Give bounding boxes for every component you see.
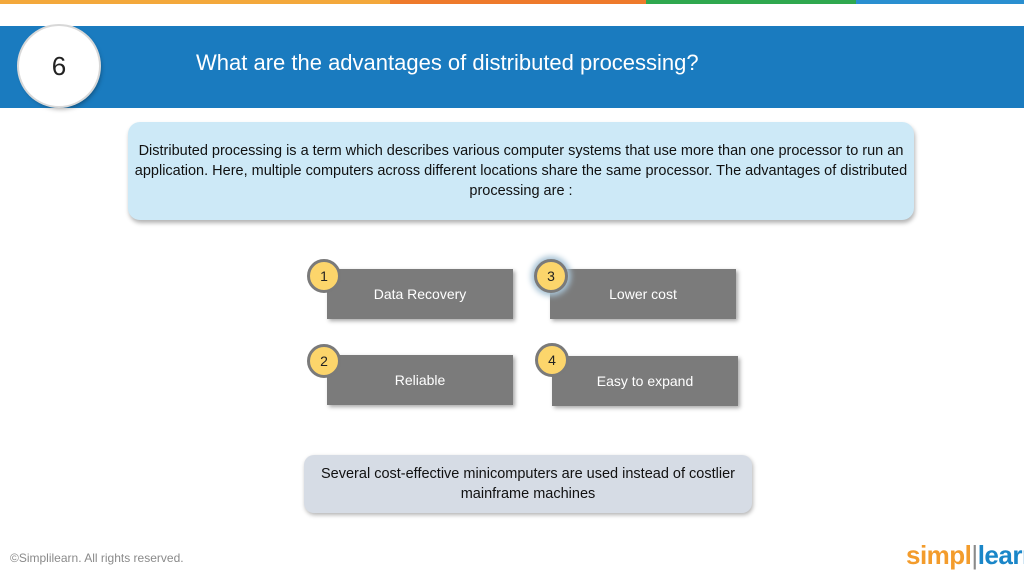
top-color-stripe	[0, 0, 1024, 4]
slide-number: 6	[19, 26, 99, 106]
badge-number: 4	[548, 352, 556, 368]
advantage-number-badge-4: 4	[535, 343, 569, 377]
advantage-number-badge-1: 1	[307, 259, 341, 293]
advantage-box-3: Lower cost	[550, 269, 736, 319]
advantage-box-1: Data Recovery	[327, 269, 513, 319]
advantage-number-badge-3: 3	[534, 259, 568, 293]
logo-part-2: learn	[977, 540, 1024, 570]
advantage-label: Easy to expand	[596, 373, 694, 389]
intro-box: Distributed processing is a term which d…	[128, 122, 914, 220]
note-text: Several cost-effective minicomputers are…	[321, 466, 735, 502]
advantage-box-4: Easy to expand	[552, 356, 738, 406]
stripe-green	[646, 0, 856, 4]
logo-part-1: simpl	[906, 540, 972, 570]
advantage-label: Lower cost	[609, 286, 677, 302]
advantage-box-2: Reliable	[327, 355, 513, 405]
stripe-orange	[0, 0, 390, 4]
title-banner	[0, 26, 1024, 108]
badge-number: 3	[547, 268, 555, 284]
logo-separator: |	[971, 540, 978, 570]
advantage-label: Data Recovery	[373, 286, 467, 302]
copyright-footer: ©Simplilearn. All rights reserved.	[10, 551, 184, 565]
advantage-label: Reliable	[394, 372, 446, 388]
note-box: Several cost-effective minicomputers are…	[304, 455, 752, 513]
badge-number: 1	[320, 268, 328, 284]
intro-text: Distributed processing is a term which d…	[134, 143, 908, 199]
stripe-blue	[856, 0, 1024, 4]
advantage-number-badge-2: 2	[307, 344, 341, 378]
slide-title: What are the advantages of distributed p…	[196, 50, 699, 75]
stripe-dark-orange	[390, 0, 646, 4]
badge-number: 2	[320, 353, 328, 369]
simplilearn-logo: simpl|learn	[906, 540, 1024, 571]
